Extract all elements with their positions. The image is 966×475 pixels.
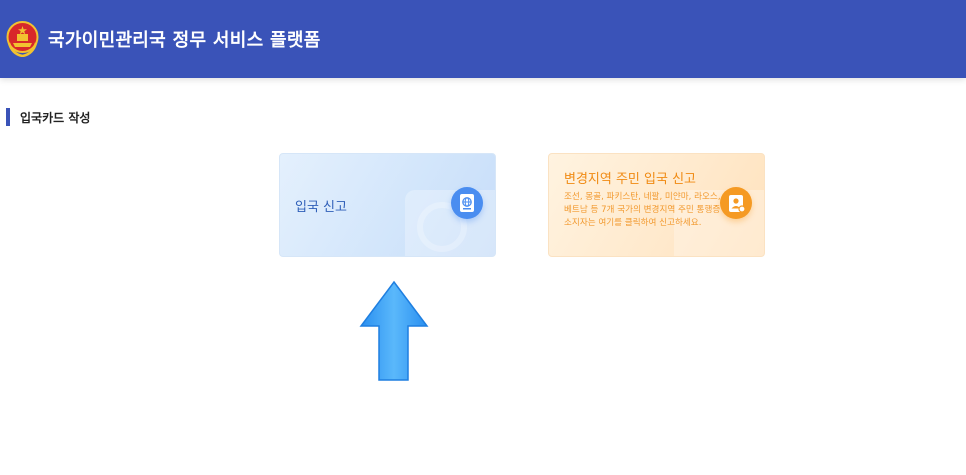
border-resident-title: 변경지역 주민 입국 신고: [564, 172, 696, 187]
border-resident-description: 조선, 몽골, 파키스탄, 네팔, 미얀마, 라오스, 베트남 등 7개 국가의…: [564, 192, 721, 228]
up-arrow-icon: [359, 280, 429, 381]
entry-declaration-card[interactable]: 입국 신고: [279, 153, 496, 257]
page-title: 국가이민관리국 정무 서비스 플랫폼: [48, 30, 321, 51]
section-accent-bar: [6, 108, 10, 126]
entry-declaration-label: 입국 신고: [295, 200, 347, 215]
card-decoration-ring: [417, 202, 467, 252]
resident-id-card-icon: [720, 187, 752, 219]
passport-globe-icon: [451, 187, 483, 219]
top-header: 국가이민관리국 정무 서비스 플랫폼: [0, 0, 966, 78]
border-resident-declaration-card[interactable]: 변경지역 주민 입국 신고 조선, 몽골, 파키스탄, 네팔, 미얀마, 라오스…: [548, 153, 765, 257]
section-title: 입국카드 작성: [20, 111, 91, 125]
national-emblem-icon: [6, 21, 39, 57]
